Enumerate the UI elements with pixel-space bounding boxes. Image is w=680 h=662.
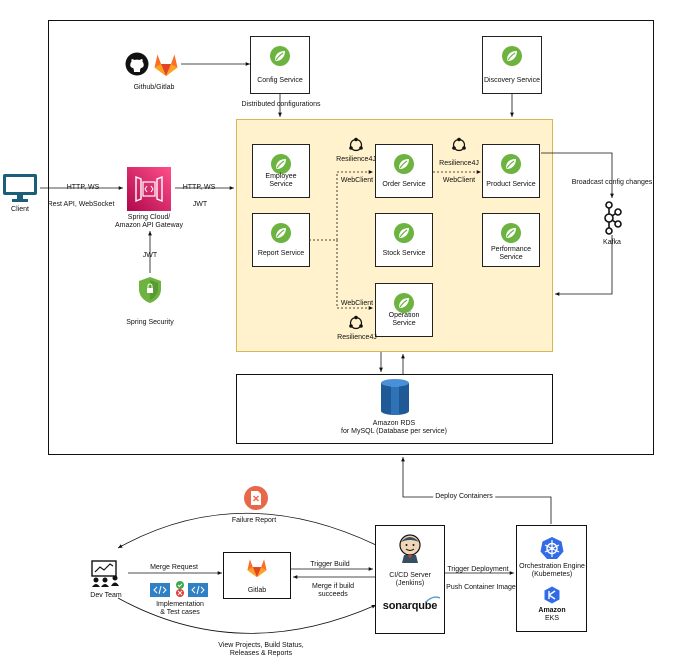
product-service[interactable]: Product Service xyxy=(482,144,540,198)
jwt-label-1: JWT xyxy=(192,201,208,208)
spring-leaf-icon xyxy=(394,154,414,174)
operation-service-label: Operation Service xyxy=(388,312,420,327)
performance-label-1: Performance xyxy=(490,246,532,253)
resilience-label-2: Resilience4J xyxy=(439,160,479,167)
trigger-deployment-label: Trigger Deployment xyxy=(447,566,509,573)
webclient-label-2: WebClient xyxy=(442,177,476,184)
code-icon xyxy=(150,581,208,597)
system-boundary xyxy=(48,20,654,455)
config-service[interactable]: Config Service xyxy=(250,36,310,94)
view-label-2: Releases & Reports xyxy=(229,650,293,657)
webclient-label-3: WebClient xyxy=(340,300,374,307)
spring-leaf-icon xyxy=(394,223,414,243)
spring-security-label: Spring Security xyxy=(126,319,174,326)
resilience-label-3: Resilience4J xyxy=(337,334,377,341)
performance-label-2: Service xyxy=(499,254,523,261)
kubernetes-icon xyxy=(540,537,564,559)
gateway-label-2: Amazon API Gateway xyxy=(114,222,184,229)
sonarqube-logo: sonarqube xyxy=(382,600,438,612)
kafka-icon xyxy=(604,201,622,235)
edge-deploy-containers xyxy=(401,457,552,524)
spring-leaf-icon xyxy=(502,46,522,66)
push-container-label: Push Container Image xyxy=(446,584,516,591)
discovery-service-label: Discovery Service xyxy=(483,77,540,84)
report-service[interactable]: Report Service xyxy=(252,213,310,267)
resilience-label-1: Resilience4J xyxy=(336,156,376,163)
merge-if-label-2: succeeds xyxy=(318,591,348,598)
spring-leaf-icon xyxy=(270,46,290,66)
deploy-containers-label: Deploy Containers xyxy=(433,493,495,501)
order-service-label: Order Service xyxy=(382,181,426,188)
cicd-label-1: CI/CD Server xyxy=(389,572,431,579)
edge-kafka-services xyxy=(555,235,613,296)
resilience-icon xyxy=(349,137,363,152)
view-label-1: View Projects, Build Status, xyxy=(218,642,304,649)
jwt-label-2: JWT xyxy=(142,252,158,259)
monitor-icon xyxy=(3,174,37,202)
http-ws-label-1: HTTP, WS xyxy=(66,184,100,191)
spring-leaf-icon xyxy=(271,154,291,174)
spring-leaf-icon xyxy=(501,154,521,174)
failure-report-icon xyxy=(244,486,268,510)
gitlab-label: Gitlab xyxy=(247,587,267,594)
edge-product-kafka xyxy=(541,152,614,198)
orch-label-1: Orchestration Engine xyxy=(519,563,585,570)
gitlab-icon xyxy=(154,54,178,76)
merge-request-label: Merge Request xyxy=(150,564,198,571)
spring-leaf-icon xyxy=(394,293,414,313)
edge-report-operation xyxy=(309,239,373,310)
edge-employee-order xyxy=(336,170,373,240)
webclient-label-1: WebClient xyxy=(340,177,374,184)
kafka-label: Kafka xyxy=(603,239,621,246)
rest-api-label: Rest API, WebSocket xyxy=(47,201,115,208)
eks-icon xyxy=(544,586,560,604)
gateway-label-1: Spring Cloud/ xyxy=(127,214,171,221)
amazon-label: Amazon xyxy=(538,607,566,614)
dev-team-label: Dev Team xyxy=(90,592,122,599)
impl-label-2: & Test cases xyxy=(160,609,200,616)
github-gitlab-label: Github/Gitlab xyxy=(133,84,175,91)
client-label: Client xyxy=(11,206,29,213)
trigger-build-label: Trigger Build xyxy=(310,561,350,568)
jenkins-icon xyxy=(399,534,421,563)
edge-failure-report xyxy=(117,512,377,549)
gitlab-icon xyxy=(247,559,267,578)
failure-report-label: Failure Report xyxy=(231,517,277,524)
stock-service[interactable]: Stock Service xyxy=(375,213,433,267)
config-service-label: Config Service xyxy=(257,77,303,84)
merge-if-label-1: Merge if build xyxy=(311,583,355,590)
orch-label-2: (Kubernetes) xyxy=(531,571,573,578)
broadcast-label: Broadcast config changes xyxy=(571,179,653,186)
spring-leaf-icon xyxy=(501,223,521,243)
product-service-label: Product Service xyxy=(486,181,536,188)
shield-icon xyxy=(139,277,161,303)
eks-label: EKS xyxy=(544,615,560,622)
order-service[interactable]: Order Service xyxy=(375,144,433,198)
impl-label-1: Implementation xyxy=(156,601,204,608)
http-ws-label-2: HTTP, WS xyxy=(182,184,216,191)
cicd-label-2: (Jenkins) xyxy=(395,580,425,587)
github-icon xyxy=(125,52,149,76)
operation-service[interactable]: Operation Service xyxy=(375,283,433,337)
employee-service-label: Employee Service xyxy=(265,173,297,188)
discovery-service[interactable]: Discovery Service xyxy=(482,36,542,94)
rds-label-2: for MySQL (Database per service) xyxy=(341,428,447,435)
sonarqube-wave-icon xyxy=(425,596,441,603)
team-icon xyxy=(91,560,119,587)
distributed-config-label: Distributed configurations xyxy=(241,101,321,108)
report-service-label: Report Service xyxy=(257,250,305,257)
rds-label-1: Amazon RDS xyxy=(372,420,416,427)
resilience-icon xyxy=(452,137,466,152)
edge-view-projects xyxy=(117,597,377,634)
stock-service-label: Stock Service xyxy=(382,250,426,257)
employee-service[interactable]: Employee Service xyxy=(252,144,310,198)
spring-leaf-icon xyxy=(271,223,291,243)
api-gateway-icon[interactable] xyxy=(127,167,171,211)
resilience-icon xyxy=(349,315,363,330)
rds-icon xyxy=(381,379,409,415)
